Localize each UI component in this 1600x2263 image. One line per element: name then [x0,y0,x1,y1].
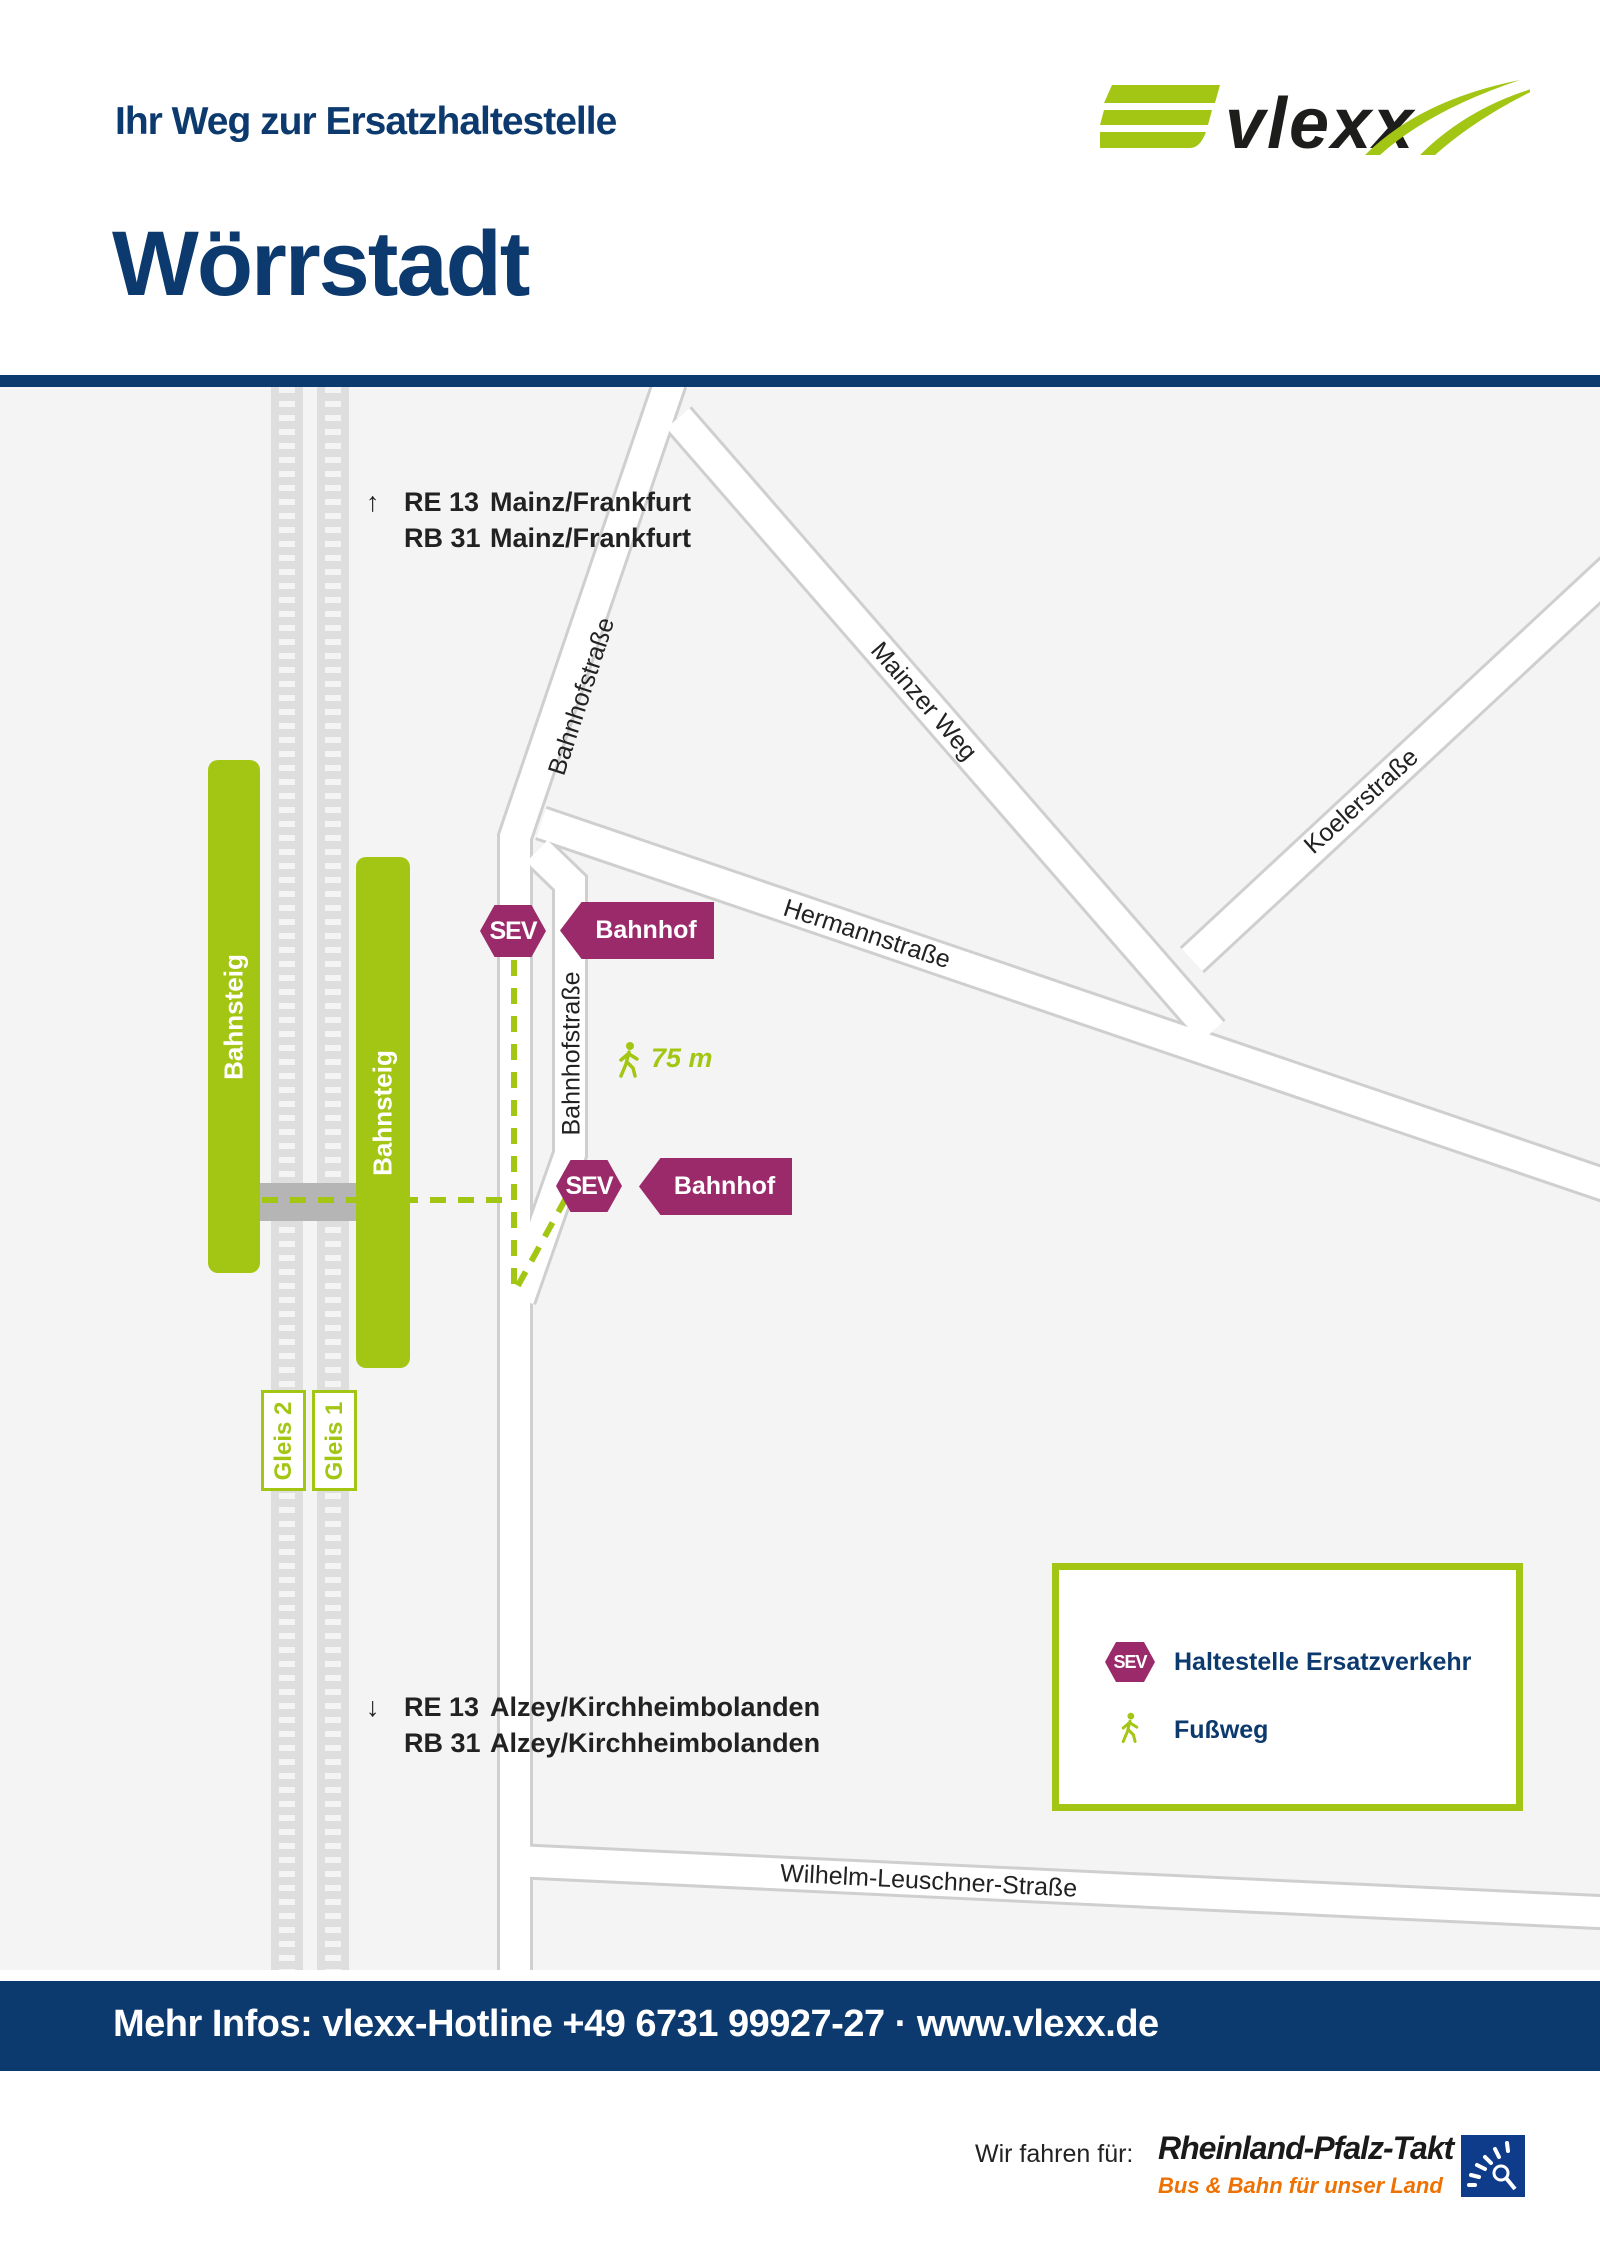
footer-info-bar: Mehr Infos: vlexx-Hotline +49 6731 99927… [0,1981,1600,2071]
destination: Alzey/Kirchheimbolanden [490,1692,821,1722]
station-map: Bahnhofstraße Mainzer Weg Koelerstraße H… [0,387,1600,1970]
destination: Alzey/Kirchheimbolanden [490,1728,821,1758]
south-direction-row-1: ↓ RE 13 Alzey/Kirchheimbolanden [366,1692,820,1723]
track-label-gleis-1: Gleis 1 [312,1390,357,1491]
partner-prefix: Wir fahren für: [975,2140,1134,2168]
north-direction-row-2: RB 31 Mainz/Frankfurt [404,523,691,554]
walk-distance: 75 m [651,1043,713,1073]
north-direction-row-1: ↑ RE 13 Mainz/Frankfurt [366,487,691,518]
page-subtitle: Ihr Weg zur Ersatzhaltestelle [115,100,617,143]
street-label-bahnhofstrasse-south: Bahnhofstraße [557,971,586,1136]
walking-icon [619,1042,639,1078]
line-number: RB 31 [404,523,481,553]
destination: Mainz/Frankfurt [490,523,692,553]
stop-label-bahnhof-1: Bahnhof [560,902,714,959]
platform-right: Bahnsteig [356,857,410,1368]
partner-slogan: Bus & Bahn für unser Land [1158,2173,1443,2198]
legend-walking-icon [1121,1712,1139,1744]
platform-label: Bahnsteig [218,953,249,1080]
map-roads [260,387,1600,1970]
svg-text:vlexx: vlexx [1225,84,1416,160]
arrow-down-icon: ↓ [366,1692,380,1722]
vlexx-logo: vlexx [1100,80,1530,160]
page-title: Wörrstadt [112,213,530,315]
line-number: RE 13 [404,1692,480,1722]
legend-sev-label: Haltestelle Ersatzverkehr [1174,1648,1472,1676]
south-direction-row-2: RB 31 Alzey/Kirchheimbolanden [404,1728,820,1759]
line-number: RB 31 [404,1728,481,1758]
sev-stop-badge-2: SEV [556,1160,622,1212]
sev-stop-badge-1: SEV [480,905,546,957]
track-label: Gleis 2 [269,1401,297,1480]
railway-tracks [271,387,349,1970]
track-label-gleis-2: Gleis 2 [261,1390,306,1491]
arrow-up-icon: ↑ [366,487,380,517]
platform-left: Bahnsteig [208,760,260,1273]
legend-walk-label: Fußweg [1174,1716,1269,1744]
map-legend: SEV Haltestelle Ersatzverkehr Fußweg [1052,1563,1523,1811]
stop-label-bahnhof-2: Bahnhof [639,1158,792,1215]
partner-name: Rheinland-Pfalz-Takt [1158,2130,1454,2166]
track-label: Gleis 1 [320,1401,348,1480]
rheinland-pfalz-takt-logo-icon [1461,2135,1525,2197]
destination: Mainz/Frankfurt [490,487,692,517]
header-divider [0,375,1600,387]
line-number: RE 13 [404,487,480,517]
platform-label: Bahnsteig [367,1049,398,1176]
legend-sev-icon: SEV [1105,1642,1155,1682]
